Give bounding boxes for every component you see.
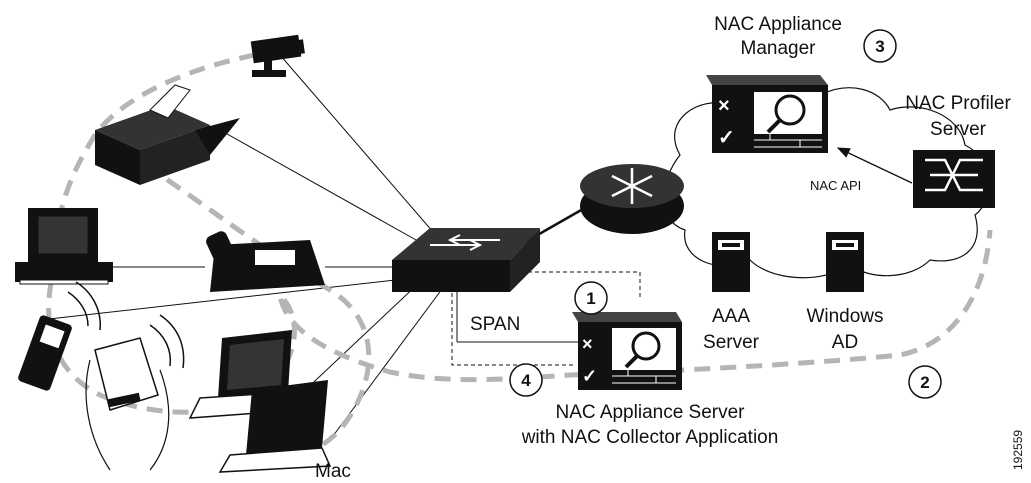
callout-3: 3 [863,29,897,63]
aaa-server-icon [712,232,750,292]
link-fax [219,129,426,246]
profiler-label-line1: NAC Profiler [905,93,1011,114]
callout-1: 1 [574,281,608,315]
handheld-device-icon [85,314,185,471]
router-icon [580,164,684,234]
windows-ad-label-line2: AD [832,332,858,353]
link-camera [279,54,441,241]
callout-2: 2 [908,365,942,399]
svg-text:✓: ✓ [582,366,597,386]
svg-text:×: × [582,334,593,354]
ip-phone-icon: IP [206,231,325,292]
callout-4: 4 [509,363,543,397]
svg-text:3: 3 [875,37,884,56]
pda-cell-phone-icon [18,281,101,391]
mac-label: Mac [315,461,351,482]
dashed-traffic-path-2 [99,137,372,459]
svg-text:✓: ✓ [718,127,735,149]
switch-icon [392,228,540,292]
nac-manager-icon: × ✓ [706,75,828,153]
figure-id: 192559 [1011,430,1025,470]
desktop-computer-icon [15,208,113,285]
profiler-label-line2: Server [930,119,987,140]
windows-ad-server-icon [826,232,864,292]
aaa-label-line1: AAA [712,306,750,327]
svg-text:×: × [718,95,730,117]
link-laptop1 [299,281,421,396]
aaa-label-line2: Server [703,332,760,353]
camera-icon [250,34,305,77]
svg-text:1: 1 [586,289,595,308]
nac-profiler-icon [913,150,995,208]
fax-machine-icon [95,84,240,185]
nac-api-arrow [836,147,913,184]
server-label-line1: NAC Appliance Server [555,402,745,423]
nac-server-icon: × ✓ [572,312,682,390]
span-dashed-box [451,271,641,366]
mac-laptop-icon [218,380,332,473]
manager-label-line2: Manager [741,38,817,59]
svg-text:2: 2 [920,373,929,392]
ip-label: IP [272,266,290,287]
manager-label-line1: NAC Appliance [714,14,842,35]
nac-api-label: NAC API [810,178,861,193]
span-label: SPAN [470,314,520,335]
windows-ad-label-line1: Windows [806,306,883,327]
svg-text:4: 4 [521,371,531,390]
server-label-line2: with NAC Collector Application [521,427,779,448]
